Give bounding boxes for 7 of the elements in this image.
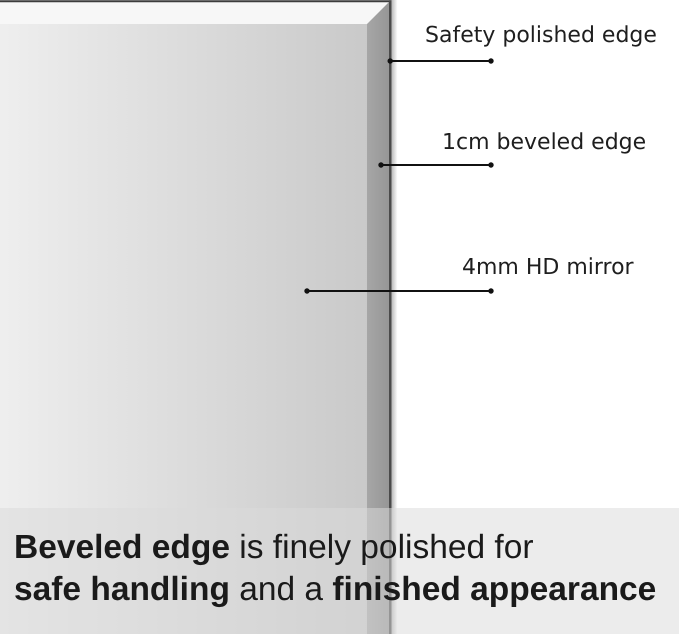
callout-label: 1cm beveled edge <box>442 130 646 156</box>
callout-label: 4mm HD mirror <box>462 255 634 281</box>
leader-line <box>304 288 494 294</box>
leader-line <box>388 58 494 64</box>
leader-line <box>378 162 494 168</box>
caption-text: Beveled edge is finely polished for safe handling and a finished appearance <box>14 528 656 610</box>
callout-label: Safety polished edge <box>425 23 657 49</box>
